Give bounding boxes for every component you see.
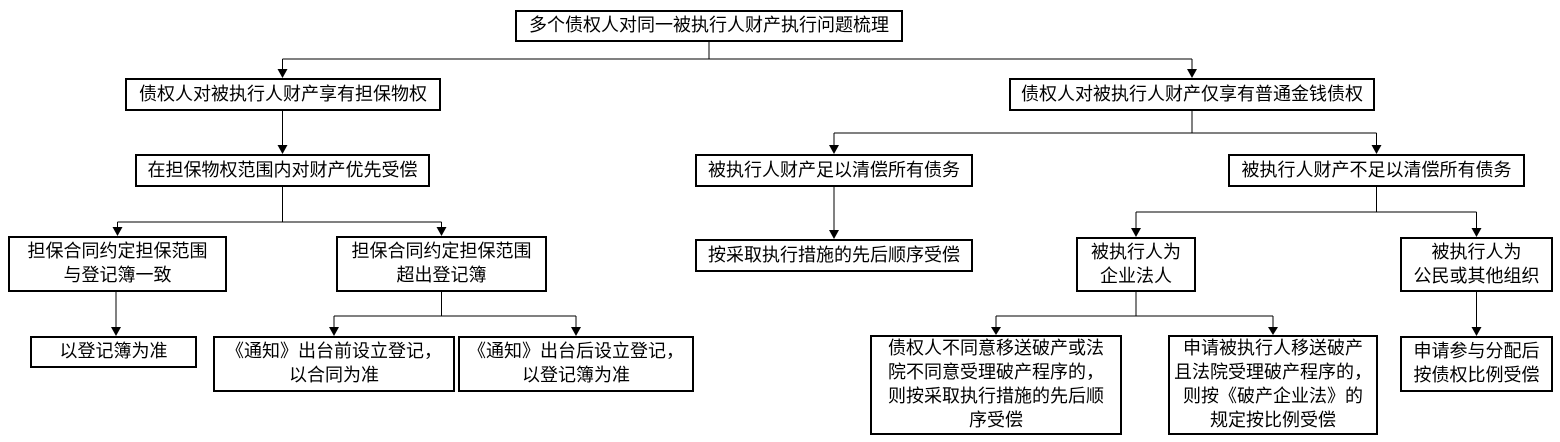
arrowhead: [277, 69, 288, 78]
node-bankruptcy-prorata-line2: 且法院受理破产程序的，: [1174, 362, 1372, 383]
node-after-notice-line1: 《通知》出台后设立登记，: [468, 341, 684, 362]
node-debtor-enterprise: 被执行人为 企业法人: [1076, 237, 1196, 292]
arrowhead: [1187, 69, 1197, 78]
edge-l3b-split: [333, 292, 577, 327]
node-registry-prevails-label: 以登记簿为准: [59, 341, 168, 362]
edge-r1-split: [833, 111, 1377, 145]
node-registry-prevails: 以登记簿为准: [30, 336, 197, 368]
node-distribution-prorata: 申请参与分配后 按债权比例受偿: [1400, 336, 1553, 392]
node-before-notice-line1: 《通知》出台前设立登记，: [226, 341, 442, 362]
node-debtor-enterprise-line1: 被执行人为: [1091, 241, 1181, 263]
arrowhead: [571, 327, 581, 336]
node-no-bankruptcy-line2: 院不同意受理破产程序的，: [888, 362, 1104, 383]
node-bankruptcy-prorata-line3: 则按《破产企业法》的: [1183, 386, 1363, 407]
arrowhead: [1371, 145, 1382, 154]
edge-r2b-split: [1135, 187, 1477, 228]
node-after-notice-registry-prevails: 《通知》出台后设立登记， 以登记簿为准: [458, 336, 694, 392]
node-scope-matches-registry-line2: 与登记簿一致: [63, 265, 172, 286]
node-distribution-prorata-line1: 申请参与分配后: [1413, 341, 1540, 362]
node-assets-insufficient-label: 被执行人财产不足以清偿所有债务: [1241, 159, 1512, 181]
node-scope-exceeds-registry: 担保合同约定担保范围 超出登记簿: [336, 236, 547, 292]
node-assets-insufficient: 被执行人财产不足以清偿所有债务: [1228, 154, 1525, 187]
node-secured-claim-label: 债权人对被执行人财产享有担保物权: [139, 83, 427, 105]
node-scope-exceeds-registry-line2: 超出登记簿: [396, 265, 487, 286]
edge-l2-split: [117, 187, 442, 227]
edge-r3b-split: [995, 292, 1274, 327]
arrowhead: [436, 227, 447, 236]
node-secured-claim: 债权人对被执行人财产享有担保物权: [125, 78, 441, 111]
arrowhead: [1471, 327, 1482, 336]
node-before-notice-contract-prevails: 《通知》出台前设立登记， 以合同为准: [213, 336, 455, 392]
arrowhead: [1268, 327, 1278, 335]
arrowhead: [991, 327, 1001, 335]
arrowhead: [829, 145, 839, 154]
node-root: 多个债权人对同一被执行人财产执行问题梳理: [515, 10, 903, 42]
node-after-notice-line2: 以登记簿为准: [522, 365, 630, 386]
arrowhead: [329, 327, 339, 336]
node-debtor-citizen-line2: 公民或其他组织: [1413, 265, 1540, 287]
node-order-of-enforcement: 按采取执行措施的先后顺序受偿: [695, 239, 973, 272]
node-assets-sufficient: 被执行人财产足以清偿所有债务: [695, 154, 973, 187]
node-scope-matches-registry: 担保合同约定担保范围 与登记簿一致: [8, 236, 227, 292]
node-priority-repayment-label: 在担保物权范围内对财产优先受偿: [147, 159, 418, 181]
arrowhead: [1131, 228, 1141, 237]
node-before-notice-line2: 以合同为准: [289, 365, 379, 386]
node-no-bankruptcy-line3: 则按采取执行措施的先后顺: [888, 386, 1104, 407]
node-bankruptcy-prorata-line4: 规定按比例受偿: [1210, 410, 1336, 431]
node-priority-repayment: 在担保物权范围内对财产优先受偿: [135, 154, 430, 187]
node-distribution-prorata-line2: 按债权比例受偿: [1413, 365, 1540, 386]
node-no-bankruptcy-line1: 债权人不同意移送破产或法: [888, 338, 1104, 359]
node-scope-exceeds-registry-line1: 担保合同约定担保范围: [351, 241, 532, 262]
node-ordinary-claim-label: 债权人对被执行人财产仅享有普通金钱债权: [1021, 83, 1363, 105]
arrowhead: [112, 227, 123, 236]
edge-root-split: [282, 42, 1193, 69]
node-no-bankruptcy-order: 债权人不同意移送破产或法 院不同意受理破产程序的， 则按采取执行措施的先后顺 序…: [870, 335, 1122, 435]
node-ordinary-claim: 债权人对被执行人财产仅享有普通金钱债权: [1009, 78, 1375, 111]
arrowhead: [1471, 228, 1482, 237]
node-bankruptcy-prorata: 申请被执行人移送破产 且法院受理破产程序的， 则按《破产企业法》的 规定按比例受…: [1168, 335, 1378, 435]
arrowhead: [111, 327, 121, 336]
arrowhead: [829, 230, 839, 239]
node-debtor-enterprise-line2: 企业法人: [1100, 265, 1172, 287]
arrowhead: [277, 145, 288, 154]
node-root-label: 多个债权人对同一被执行人财产执行问题梳理: [529, 15, 889, 36]
node-assets-sufficient-label: 被执行人财产足以清偿所有债务: [708, 159, 960, 181]
node-debtor-citizen: 被执行人为 公民或其他组织: [1400, 237, 1553, 292]
node-bankruptcy-prorata-line1: 申请被执行人移送破产: [1183, 338, 1363, 359]
node-no-bankruptcy-line4: 序受偿: [969, 410, 1023, 431]
node-debtor-citizen-line1: 被执行人为: [1431, 241, 1522, 263]
node-scope-matches-registry-line1: 担保合同约定担保范围: [27, 241, 208, 262]
node-order-of-enforcement-label: 按采取执行措施的先后顺序受偿: [708, 244, 960, 266]
